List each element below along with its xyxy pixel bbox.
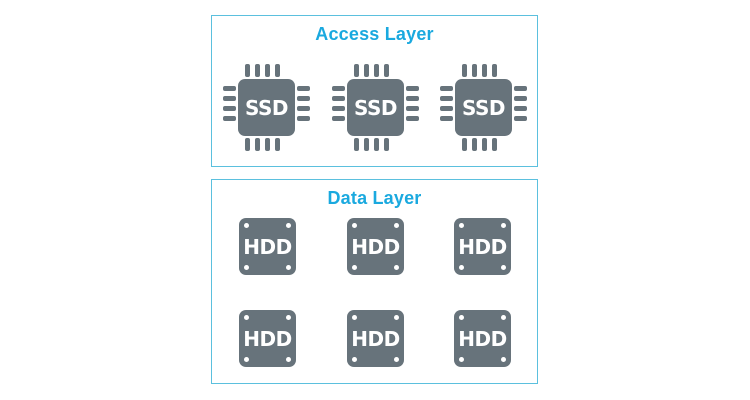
chip-pin (440, 96, 453, 101)
hdd-label: HDD (458, 326, 507, 351)
screw-dot (352, 265, 357, 270)
chip-pin (440, 106, 453, 111)
screw-dot (352, 223, 357, 228)
screw-dot (286, 265, 291, 270)
hdd-icon: HDD (454, 218, 511, 275)
chip-pin (297, 106, 310, 111)
chip-pin (406, 106, 419, 111)
ssd-label: SSD (353, 95, 398, 120)
chip-body: SSD (455, 79, 512, 136)
chip-pin (374, 138, 379, 151)
screw-dot (244, 315, 249, 320)
chip-pin (332, 106, 345, 111)
chip-pin (492, 138, 497, 151)
chip-pin (297, 86, 310, 91)
screw-dot (244, 223, 249, 228)
ssd-label: SSD (244, 95, 289, 120)
chip-pin (374, 64, 379, 77)
screw-dot (501, 265, 506, 270)
screw-dot (459, 357, 464, 362)
screw-dot (501, 223, 506, 228)
chip-pin (406, 96, 419, 101)
hdd-label: HDD (243, 326, 292, 351)
screw-dot (244, 265, 249, 270)
chip-pin (354, 64, 359, 77)
chip-pin (514, 116, 527, 121)
chip-pin (332, 116, 345, 121)
chip-pin (492, 64, 497, 77)
chip-pin (462, 138, 467, 151)
chip-pin (265, 64, 270, 77)
ssd-chip-icon: SSD (221, 63, 312, 153)
chip-pin (275, 138, 280, 151)
chip-pin (223, 106, 236, 111)
chip-pin (482, 64, 487, 77)
chip-body: SSD (347, 79, 404, 136)
screw-dot (286, 223, 291, 228)
chip-pin (406, 86, 419, 91)
chip-pin (223, 86, 236, 91)
screw-dot (459, 223, 464, 228)
chip-pin (462, 64, 467, 77)
hdd-label: HDD (351, 234, 400, 259)
hdd-icon: HDD (239, 310, 296, 367)
chip-pin (223, 116, 236, 121)
screw-dot (501, 357, 506, 362)
screw-dot (352, 315, 357, 320)
screw-dot (286, 315, 291, 320)
ssd-chip-icon: SSD (438, 63, 529, 153)
hdd-label: HDD (243, 234, 292, 259)
chip-body: SSD (238, 79, 295, 136)
chip-pin (255, 64, 260, 77)
chip-pin (514, 96, 527, 101)
chip-pin (255, 138, 260, 151)
chip-pin (265, 138, 270, 151)
screw-dot (459, 315, 464, 320)
chip-pin (514, 86, 527, 91)
ssd-label: SSD (461, 95, 506, 120)
screw-dot (394, 223, 399, 228)
chip-pin (275, 64, 280, 77)
ssd-chip-icon: SSD (330, 63, 421, 153)
chip-pin (440, 86, 453, 91)
screw-dot (394, 315, 399, 320)
chip-pin (245, 138, 250, 151)
screw-dot (352, 357, 357, 362)
chip-pin (223, 96, 236, 101)
chip-pin (297, 96, 310, 101)
chip-pin (364, 138, 369, 151)
hdd-icon: HDD (454, 310, 511, 367)
hdd-icon: HDD (239, 218, 296, 275)
chip-pin (384, 64, 389, 77)
chip-pin (297, 116, 310, 121)
chip-pin (514, 106, 527, 111)
screw-dot (286, 357, 291, 362)
screw-dot (501, 315, 506, 320)
screw-dot (394, 265, 399, 270)
chip-pin (472, 64, 477, 77)
screw-dot (244, 357, 249, 362)
chip-pin (332, 86, 345, 91)
hdd-icon: HDD (347, 218, 404, 275)
chip-pin (482, 138, 487, 151)
chip-pin (406, 116, 419, 121)
chip-pin (354, 138, 359, 151)
hdd-label: HDD (458, 234, 507, 259)
chip-pin (364, 64, 369, 77)
hdd-label: HDD (351, 326, 400, 351)
chip-pin (245, 64, 250, 77)
chip-pin (332, 96, 345, 101)
chip-pin (440, 116, 453, 121)
chip-pin (384, 138, 389, 151)
screw-dot (459, 265, 464, 270)
data-layer-title: Data Layer (327, 188, 422, 208)
chip-pin (472, 138, 477, 151)
hdd-icon: HDD (347, 310, 404, 367)
screw-dot (394, 357, 399, 362)
access-layer-title: Access Layer (315, 24, 434, 44)
